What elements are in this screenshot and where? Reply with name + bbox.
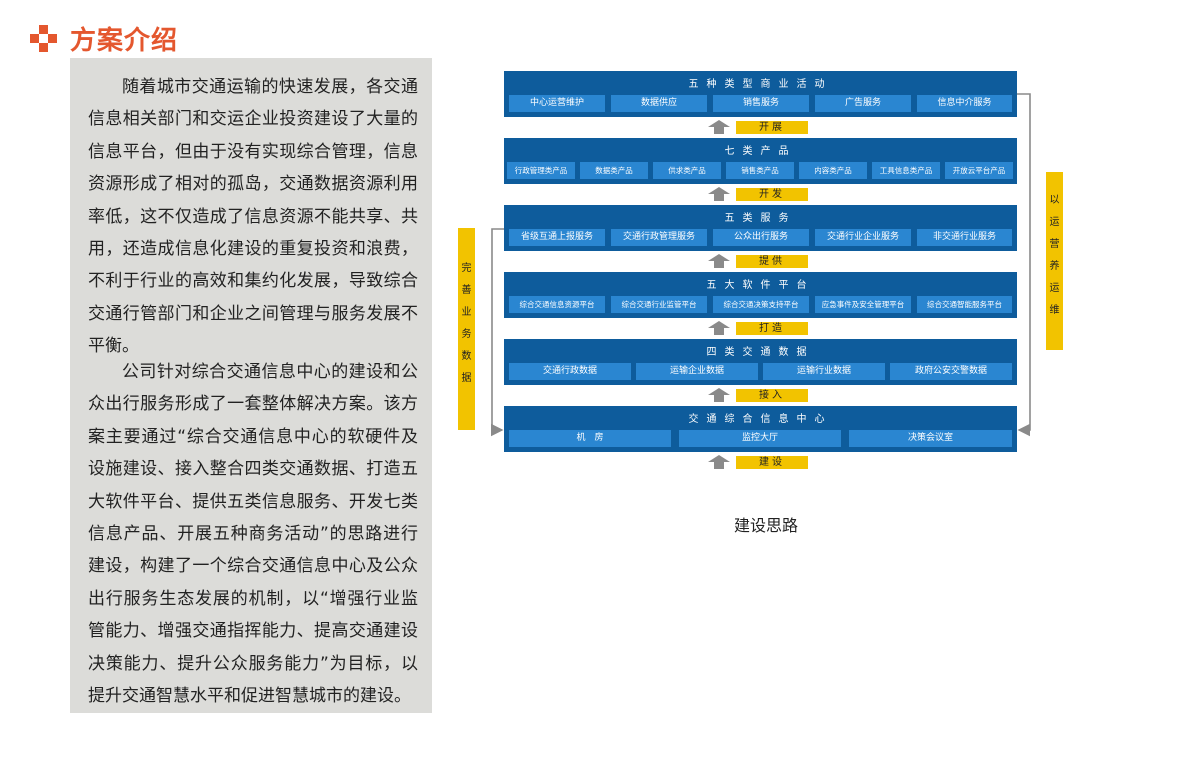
layer-item: 运输行业数据 — [763, 363, 885, 380]
section-title: 方案介绍 — [70, 26, 179, 56]
layer-item: 信息中介服务 — [917, 95, 1012, 112]
layer-title: 交通综合信息中心 — [688, 414, 833, 425]
connector-label: 接入 — [736, 389, 808, 402]
layer-item: 中心运营维护 — [509, 95, 605, 112]
side-label-right-text: 以运营养运维 — [1049, 195, 1060, 316]
layer-item: 省级互通上报服务 — [509, 229, 605, 246]
connector-label: 打造 — [736, 322, 808, 335]
connector-label: 建设 — [736, 456, 808, 469]
layer-item: 广告服务 — [815, 95, 911, 112]
layer-item: 应急事件及安全管理平台 — [815, 296, 911, 313]
layer-item: 政府公安交警数据 — [890, 363, 1012, 380]
layer-item: 销售类产品 — [726, 162, 794, 179]
layer-item: 综合交通信息资源平台 — [509, 296, 605, 313]
layer-item: 行政管理类产品 — [507, 162, 575, 179]
layer-item: 非交通行业服务 — [917, 229, 1012, 246]
side-label-left: 完善业务数据 — [458, 228, 475, 430]
up-arrow-icon — [708, 388, 730, 402]
up-arrow-icon — [708, 187, 730, 201]
layer-title: 五大软件平台 — [706, 280, 815, 291]
intro-text-panel: 随着城市交通运输的快速发展，各交通信息相关部门和交运企业投资建设了大量的信息平台… — [70, 58, 432, 713]
intro-paragraph-2: 公司针对综合交通信息中心的建设和公众出行服务形成了一套整体解决方案。该方案主要通… — [88, 362, 418, 707]
side-label-left-text: 完善业务数据 — [461, 263, 472, 384]
up-arrow-icon — [708, 321, 730, 335]
layer-item: 综合交通智能服务平台 — [917, 296, 1012, 313]
layer-services: 五类服务 省级互通上报服务 交通行政管理服务 公众出行服务 交通行业企业服务 非… — [504, 205, 1017, 251]
layer-traffic-data: 四类交通数据 交通行政数据 运输企业数据 运输行业数据 政府公安交警数据 — [504, 339, 1017, 385]
connector-label: 开展 — [736, 121, 808, 134]
side-label-right: 以运营养运维 — [1046, 172, 1063, 350]
layer-item: 工具信息类产品 — [872, 162, 940, 179]
section-logo-icon — [30, 25, 58, 53]
layer-item: 综合交通决策支持平台 — [713, 296, 809, 313]
layer-info-center: 交通综合信息中心 机 房 监控大厅 决策会议室 — [504, 406, 1017, 452]
layer-item: 供求类产品 — [653, 162, 721, 179]
layer-products: 七类产品 行政管理类产品 数据类产品 供求类产品 销售类产品 内容类产品 工具信… — [504, 138, 1017, 184]
layer-title: 五种类型商业活动 — [688, 79, 833, 90]
up-arrow-icon — [708, 254, 730, 268]
layer-item: 决策会议室 — [849, 430, 1012, 447]
layer-item: 综合交通行业监管平台 — [611, 296, 707, 313]
layer-software-platforms: 五大软件平台 综合交通信息资源平台 综合交通行业监管平台 综合交通决策支持平台 … — [504, 272, 1017, 318]
layer-item: 交通行政管理服务 — [611, 229, 707, 246]
diagram-caption: 建设思路 — [733, 516, 798, 535]
up-arrow-icon — [708, 120, 730, 134]
layer-title: 四类交通数据 — [706, 347, 815, 358]
layer-item: 监控大厅 — [679, 430, 841, 447]
layer-business-activities: 五种类型商业活动 中心运营维护 数据供应 销售服务 广告服务 信息中介服务 — [504, 71, 1017, 117]
intro-paragraph-1: 随着城市交通运输的快速发展，各交通信息相关部门和交运企业投资建设了大量的信息平台… — [88, 77, 418, 357]
layer-item: 交通行政数据 — [509, 363, 631, 380]
layer-item: 数据类产品 — [580, 162, 648, 179]
layer-item: 公众出行服务 — [713, 229, 809, 246]
layer-item: 数据供应 — [611, 95, 707, 112]
layer-item: 交通行业企业服务 — [815, 229, 911, 246]
up-arrow-icon — [708, 455, 730, 469]
layer-item: 运输企业数据 — [636, 363, 758, 380]
connector-label: 提供 — [736, 255, 808, 268]
layer-title: 五类服务 — [724, 213, 797, 224]
connector-label: 开发 — [736, 188, 808, 201]
layer-item: 内容类产品 — [799, 162, 867, 179]
layer-item: 开放云平台产品 — [945, 162, 1013, 179]
layer-item: 销售服务 — [713, 95, 809, 112]
layer-title: 七类产品 — [724, 146, 797, 157]
layer-item: 机 房 — [509, 430, 671, 447]
